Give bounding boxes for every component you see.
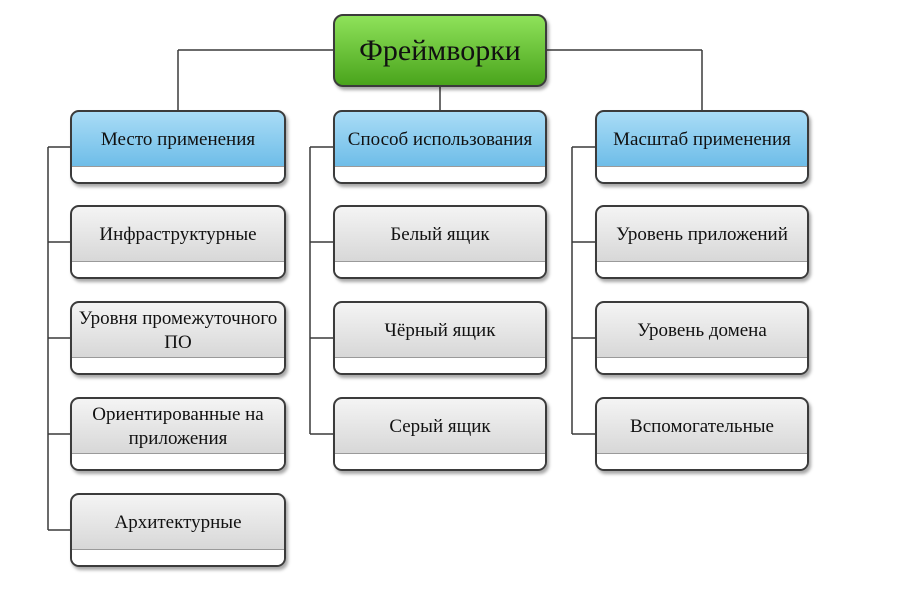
item-label: Уровень приложений <box>616 223 788 245</box>
item-node-black-box: Чёрный ящик <box>333 301 547 375</box>
item-node-infrastructure: Инфраструктурные <box>70 205 286 279</box>
item-node-application-level: Уровень приложений <box>595 205 809 279</box>
item-label: Чёрный ящик <box>384 319 496 341</box>
root-node: Фреймворки <box>333 14 547 87</box>
item-label: Вспомогательные <box>630 415 774 437</box>
item-label: Ориентированные на приложения <box>92 403 264 449</box>
category-label: Масштаб применения <box>613 128 791 150</box>
category-label: Способ использования <box>347 128 533 150</box>
item-node-application-oriented: Ориентированные на приложения <box>70 397 286 471</box>
item-label: Уровня промежуточного ПО <box>78 307 278 353</box>
item-label: Серый ящик <box>389 415 491 437</box>
item-node-architectural: Архитектурные <box>70 493 286 567</box>
item-label: Архитектурные <box>114 511 242 533</box>
item-node-middleware: Уровня промежуточного ПО <box>70 301 286 375</box>
item-node-gray-box: Серый ящик <box>333 397 547 471</box>
item-node-white-box: Белый ящик <box>333 205 547 279</box>
category-node-usage-method: Способ использования <box>333 110 547 184</box>
category-node-usage-place: Место применения <box>70 110 286 184</box>
item-label: Инфраструктурные <box>99 223 257 245</box>
item-label: Белый ящик <box>390 223 490 245</box>
category-node-scale: Масштаб применения <box>595 110 809 184</box>
item-label: Уровень домена <box>637 319 767 341</box>
item-node-auxiliary: Вспомогательные <box>595 397 809 471</box>
item-node-domain-level: Уровень домена <box>595 301 809 375</box>
category-label: Место применения <box>100 128 256 150</box>
root-label: Фреймворки <box>359 33 521 67</box>
